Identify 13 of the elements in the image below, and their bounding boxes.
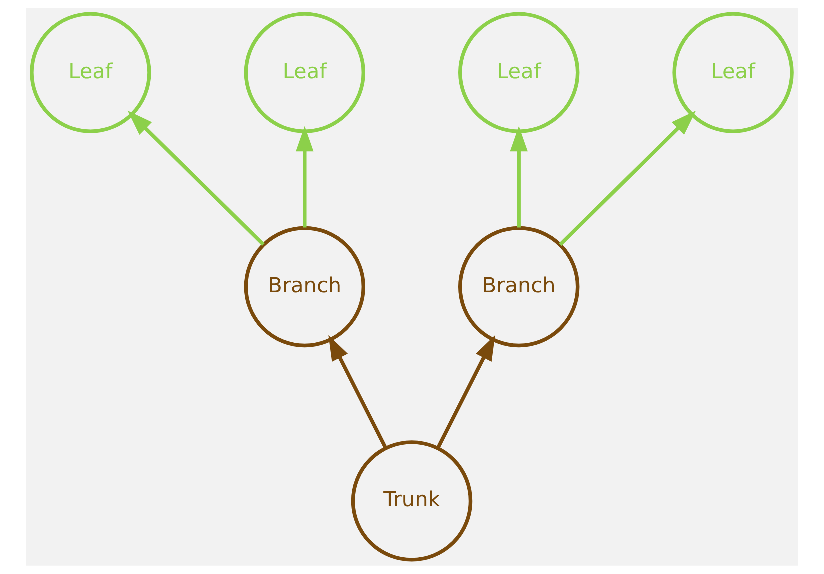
arrow: [510, 126, 528, 228]
arrow: [559, 110, 696, 246]
arrow: [328, 335, 388, 449]
node-circle: Leaf: [30, 12, 152, 134]
arrow: [128, 110, 265, 246]
arrow: [296, 126, 314, 228]
node-circle: Trunk: [351, 440, 473, 562]
node-circle: Branch: [244, 226, 366, 348]
node-circle: Leaf: [458, 12, 580, 134]
node-circle: Leaf: [244, 12, 366, 134]
node-circle: Leaf: [672, 12, 794, 134]
node-circle: Branch: [458, 226, 580, 348]
arrow: [436, 335, 496, 449]
